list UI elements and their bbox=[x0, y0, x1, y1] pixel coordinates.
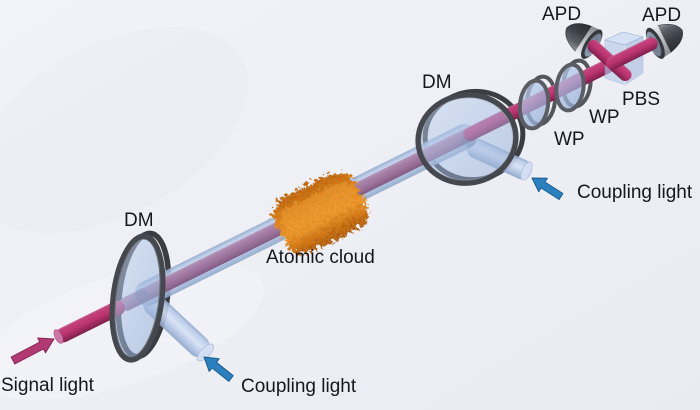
coupling-light-arrow-2 bbox=[531, 177, 564, 200]
label-wp-1: WP bbox=[554, 129, 585, 150]
coupling-beam-2-endcap bbox=[520, 161, 533, 181]
signal-beam-endcap bbox=[53, 329, 64, 344]
waveplate-1 bbox=[517, 78, 551, 131]
dichroic-mirror-2 bbox=[415, 92, 519, 186]
label-coupling-light-1: Coupling light bbox=[241, 376, 357, 397]
label-pbs: PBS bbox=[622, 89, 661, 110]
label-dm-2: DM bbox=[422, 72, 452, 93]
signal-beam-input bbox=[56, 300, 125, 343]
apd-right-cone bbox=[656, 24, 683, 54]
coupling-light-arrow-1 bbox=[203, 356, 234, 382]
label-coupling-light-2: Coupling light bbox=[577, 182, 693, 203]
atomic-cloud bbox=[269, 171, 365, 253]
beam-transmitted-to-apd-right bbox=[606, 37, 658, 70]
label-apd-left: APD bbox=[542, 4, 582, 25]
label-atomic-cloud: Atomic cloud bbox=[266, 247, 375, 268]
coupling-beam-1-endcap bbox=[197, 343, 214, 362]
waveplate-2 bbox=[554, 62, 586, 113]
dichroic-mirror-1 bbox=[109, 233, 166, 363]
label-dm-1: DM bbox=[124, 210, 154, 231]
signal-light-arrow bbox=[10, 337, 55, 365]
label-wp-2: WP bbox=[589, 107, 620, 128]
label-signal-light: Signal light bbox=[1, 375, 94, 396]
apd-left-cone bbox=[565, 23, 593, 52]
label-apd-right: APD bbox=[642, 5, 682, 26]
